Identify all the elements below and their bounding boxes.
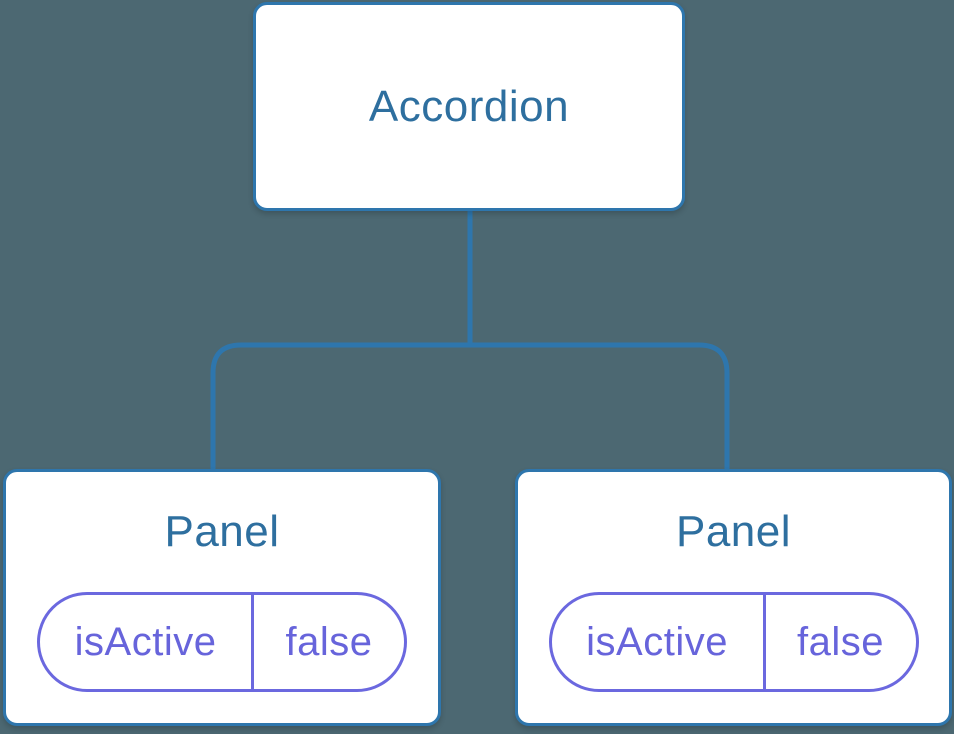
panel-node-label: Panel bbox=[675, 507, 792, 556]
branch-bracket-line bbox=[210, 342, 730, 471]
state-pill: isActive false bbox=[37, 592, 407, 692]
panel-node-label: Panel bbox=[164, 507, 280, 556]
panel-node-left: Panel isActive false bbox=[3, 469, 441, 726]
state-value: false bbox=[797, 619, 885, 664]
state-value: false bbox=[285, 619, 373, 664]
state-key: isActive bbox=[552, 595, 766, 689]
state-pill: isActive false bbox=[548, 592, 919, 692]
accordion-node: Accordion bbox=[253, 2, 685, 211]
panel-node-right: Panel isActive false bbox=[515, 469, 952, 726]
state-key: isActive bbox=[40, 595, 255, 689]
accordion-node-label: Accordion bbox=[368, 81, 570, 131]
